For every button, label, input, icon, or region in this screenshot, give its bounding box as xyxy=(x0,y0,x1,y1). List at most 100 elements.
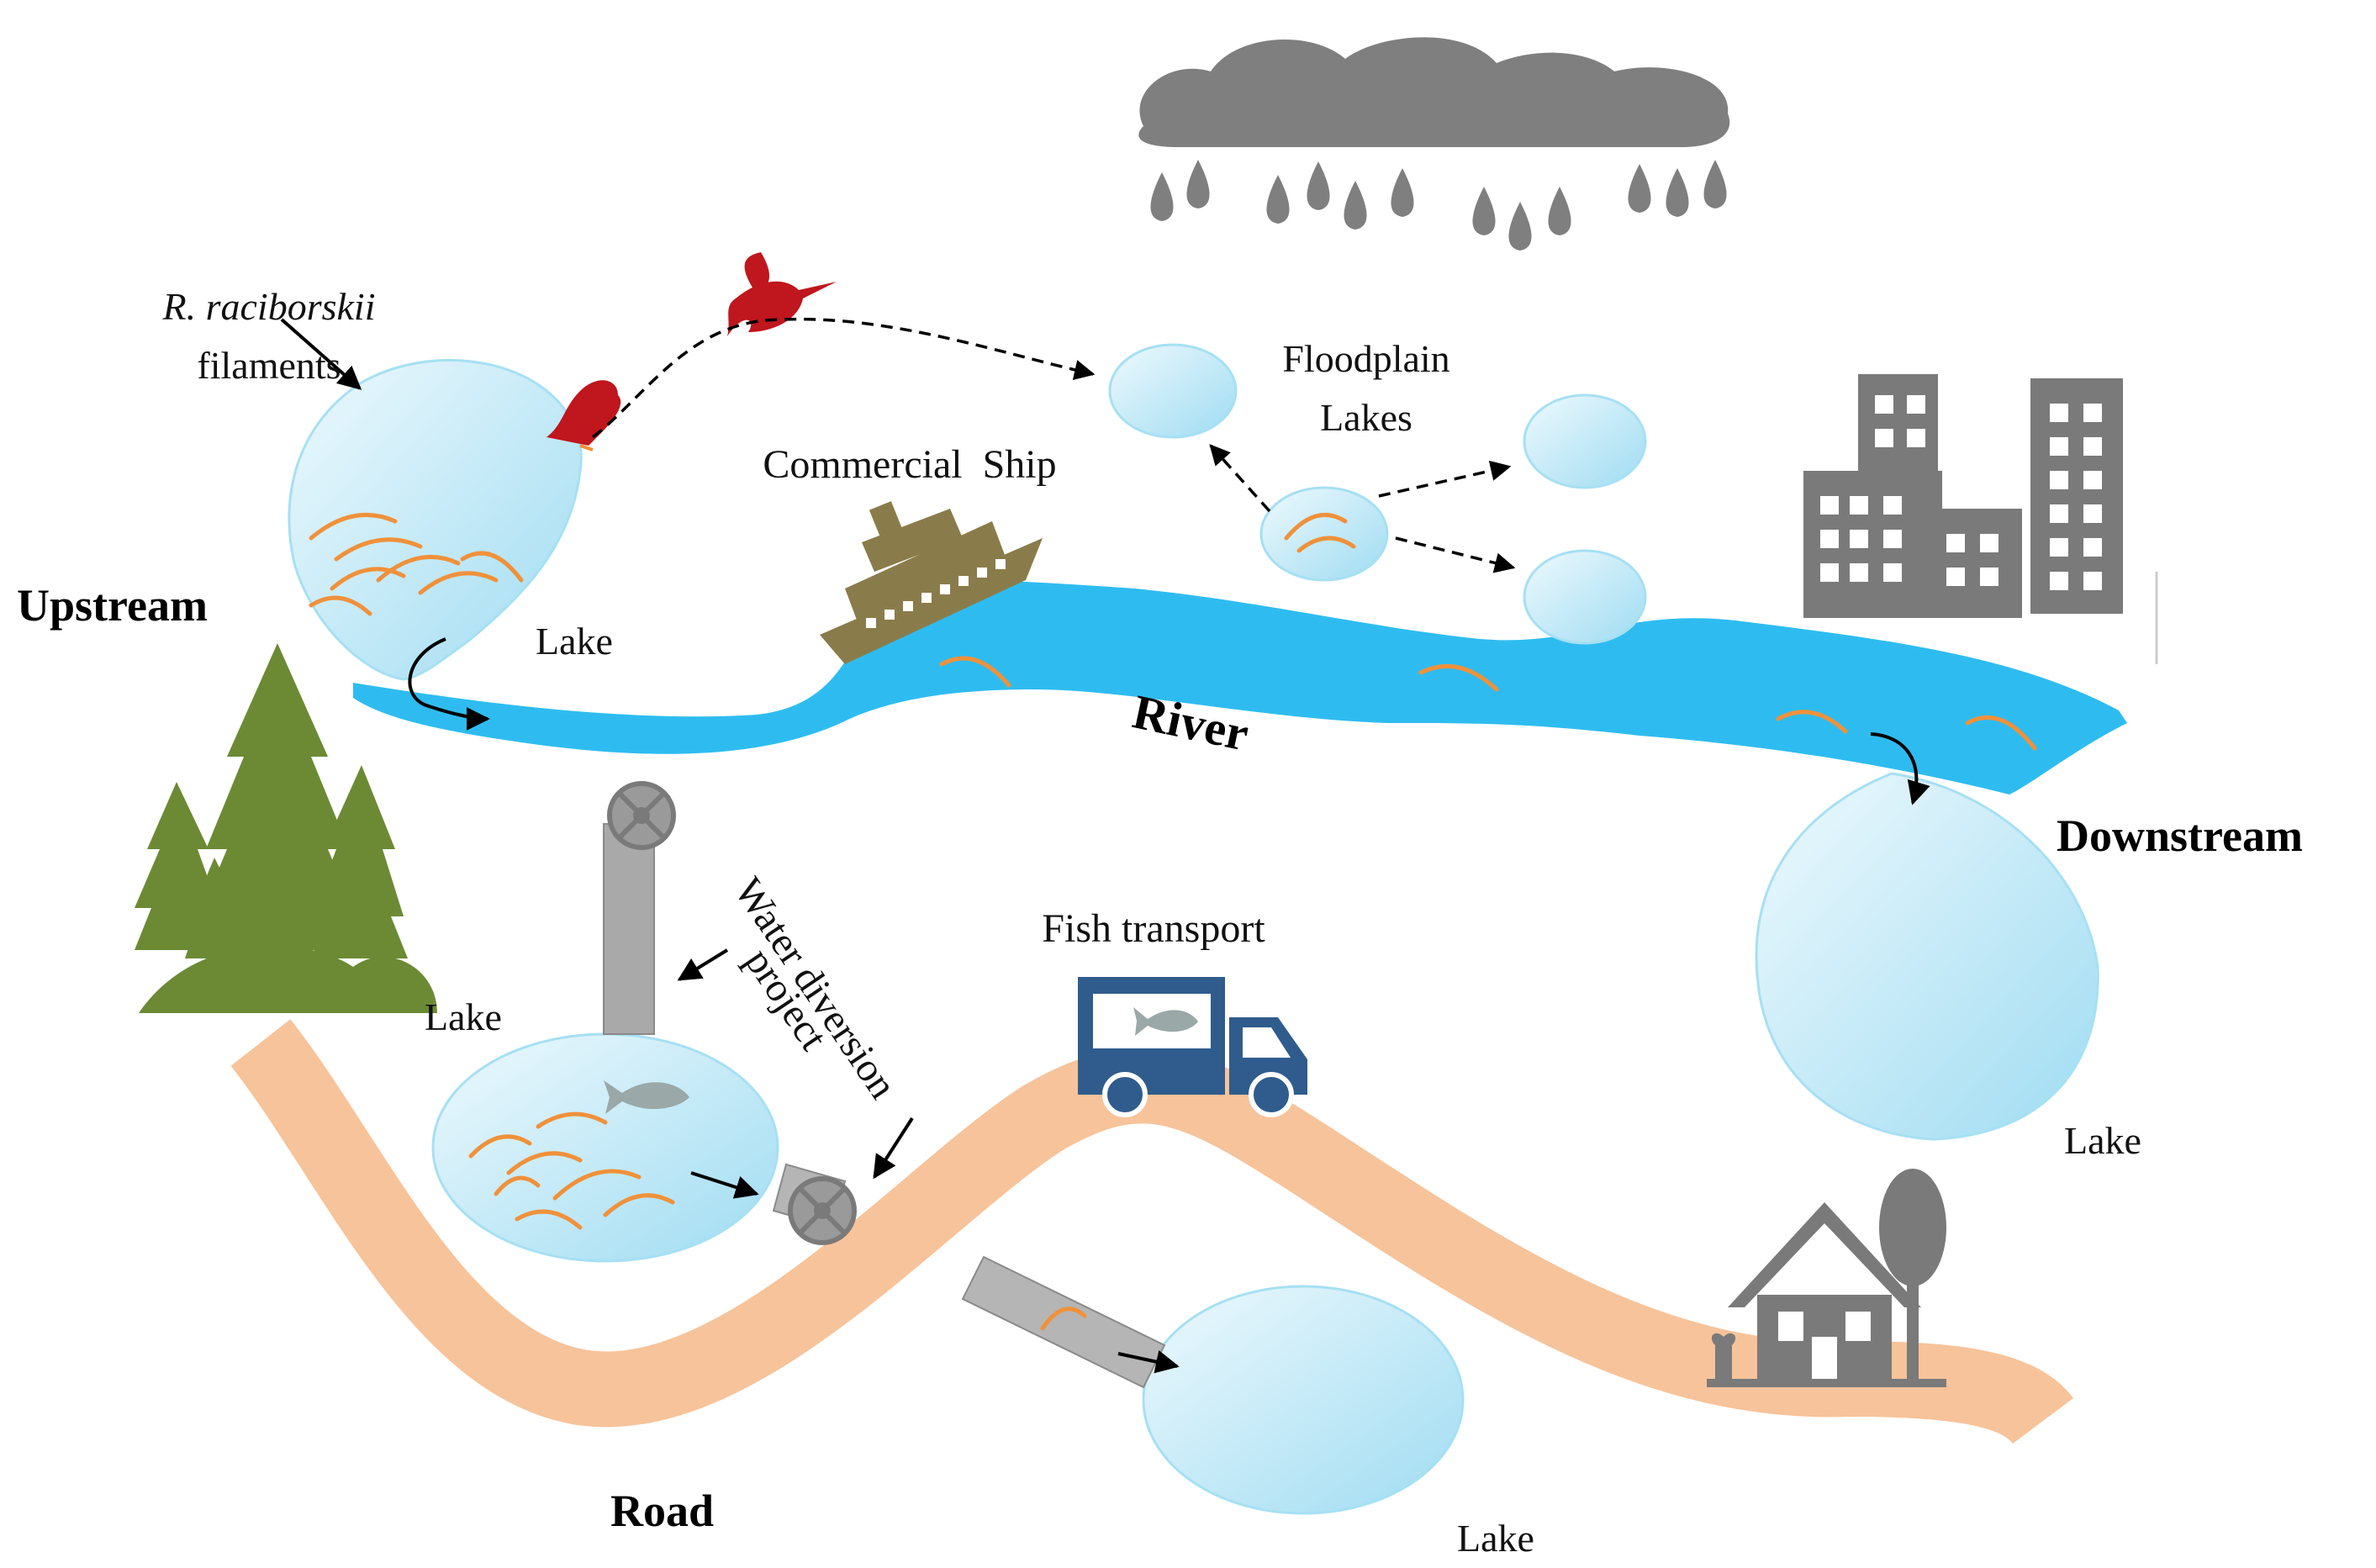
raindrop xyxy=(1666,168,1689,217)
building-window xyxy=(1883,496,1902,515)
filament xyxy=(468,1134,532,1159)
filament xyxy=(515,1209,583,1230)
commercial-ship-label: Commercial Ship xyxy=(763,442,1056,487)
building-window xyxy=(2083,471,2102,489)
filament xyxy=(536,1111,608,1129)
lake-bottom-label: Lake xyxy=(1457,1517,1534,1560)
lake-diversion-label: Lake xyxy=(425,995,502,1038)
lake-diversion xyxy=(431,1032,779,1263)
filament xyxy=(506,1151,583,1175)
ship-window xyxy=(903,601,913,611)
building-window xyxy=(1875,395,1893,414)
building-window xyxy=(2050,504,2068,523)
filament xyxy=(603,1193,675,1217)
building-window xyxy=(1946,534,1965,552)
raindrop xyxy=(1508,202,1532,251)
filament xyxy=(1965,715,2037,751)
filament xyxy=(1418,663,1499,692)
building-window xyxy=(2083,437,2102,456)
filaments xyxy=(309,512,2037,1331)
raindrop xyxy=(1391,168,1414,217)
filament xyxy=(309,595,372,616)
filament xyxy=(552,1169,642,1201)
lake-downstream-label: Lake xyxy=(2064,1119,2141,1162)
building-window xyxy=(1980,568,1998,586)
building-window xyxy=(1907,429,1925,447)
filament xyxy=(494,1175,541,1196)
building-window xyxy=(1850,530,1868,548)
house-icon xyxy=(1707,1169,1946,1387)
building-window xyxy=(1946,568,1965,586)
raindrop xyxy=(1548,187,1571,235)
building-window xyxy=(1850,496,1868,515)
building-window xyxy=(1883,563,1902,582)
ship-window xyxy=(977,568,987,578)
building-window xyxy=(1980,534,1998,552)
building-window xyxy=(1820,496,1839,515)
filament xyxy=(418,571,499,595)
lake-upstream xyxy=(288,359,583,681)
building-window xyxy=(2050,471,2068,489)
building-window xyxy=(2083,504,2102,523)
building-window xyxy=(1907,395,1925,414)
filament xyxy=(1296,536,1356,553)
filament xyxy=(334,537,423,562)
fish-transport-label: Fish transport xyxy=(1042,906,1265,951)
building-window xyxy=(2050,404,2068,422)
building-window xyxy=(2050,538,2068,557)
cloud-icon xyxy=(1138,37,1730,148)
filament xyxy=(309,512,398,541)
fish-icon xyxy=(604,1080,689,1114)
raindrop xyxy=(1344,181,1367,230)
species-name-label: R. raciborskii xyxy=(162,285,376,328)
filament xyxy=(939,656,1011,688)
raindrop xyxy=(1307,161,1330,210)
diversion-pipe xyxy=(603,823,1166,1389)
ship-window xyxy=(940,584,950,594)
building-window xyxy=(2083,572,2102,590)
floodplain-lake xyxy=(1108,343,1238,439)
building-window xyxy=(1883,530,1902,548)
ship-window xyxy=(958,576,969,586)
ship-window xyxy=(995,559,1006,569)
dispersal-paths xyxy=(591,317,1516,573)
filament xyxy=(1776,710,1848,734)
building-window xyxy=(1820,530,1839,548)
building-window xyxy=(2083,404,2102,422)
filament xyxy=(376,554,461,583)
building-window xyxy=(1875,429,1893,447)
flow-arrows xyxy=(280,318,1930,1374)
filament xyxy=(330,567,406,591)
ship-icon xyxy=(820,501,1043,664)
tree-icon xyxy=(135,643,437,1013)
raindrop-icon xyxy=(1150,160,1727,251)
floodplain-label: Floodplain xyxy=(1282,337,1449,380)
floodplain-lake xyxy=(1523,549,1647,645)
truck-icon xyxy=(1078,977,1307,1117)
raindrop xyxy=(1703,160,1727,209)
raindrop xyxy=(1150,172,1174,221)
downstream-label: Downstream xyxy=(2057,810,2303,861)
raindrop xyxy=(1472,187,1496,235)
raindrop xyxy=(1628,164,1651,213)
building-icon xyxy=(1803,374,2158,664)
building-window xyxy=(2083,538,2102,557)
building-window xyxy=(1820,563,1839,582)
floodplain-lakes-label: Lakes xyxy=(1320,396,1412,439)
lake-downstream xyxy=(1755,772,2099,1141)
building-window xyxy=(1850,563,1868,582)
filament xyxy=(1284,513,1348,541)
building-window xyxy=(2050,437,2068,456)
filament xyxy=(1040,1307,1087,1331)
building-window xyxy=(2050,572,2068,590)
raindrop xyxy=(1186,160,1210,209)
upstream-label: Upstream xyxy=(17,580,208,631)
lake-upstream-label: Lake xyxy=(536,620,613,663)
hummingbird-icon xyxy=(727,252,837,336)
perched-bird-icon xyxy=(546,380,621,451)
raindrop xyxy=(1266,175,1290,224)
floodplain-lake xyxy=(1259,486,1389,582)
valve-icon xyxy=(607,781,676,850)
floodplain-lake xyxy=(1523,393,1647,489)
